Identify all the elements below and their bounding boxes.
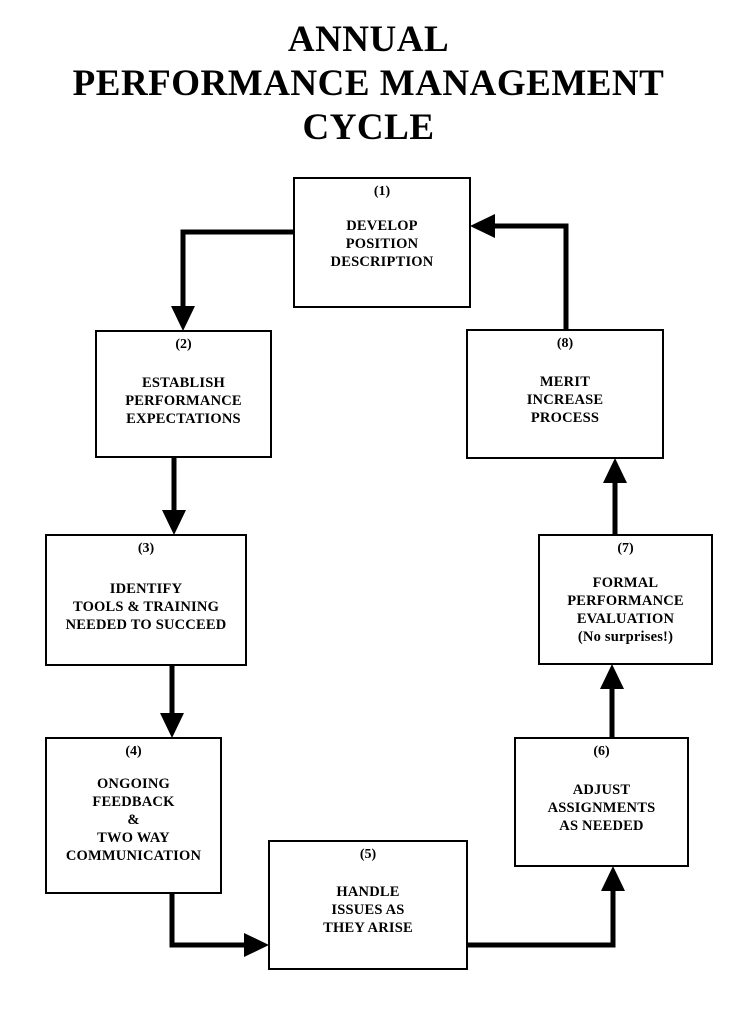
node-5-label: HANDLE ISSUES AS THEY ARISE	[270, 883, 466, 937]
node-6-label-line-2: ASSIGNMENTS	[547, 800, 656, 816]
node-4-label-line-3: &	[127, 812, 140, 828]
page-title-line-1: ANNUAL	[287, 19, 450, 60]
node-3-label-line-1: IDENTIFY	[109, 581, 183, 597]
arrowhead-6-to-7	[600, 664, 624, 689]
node-3-label-line-2: TOOLS & TRAINING	[72, 599, 220, 615]
node-2-label: ESTABLISH PERFORMANCE EXPECTATIONS	[97, 374, 270, 428]
node-box-8-merit-increase-process[interactable]: (8) MERIT INCREASE PROCESS	[466, 329, 664, 459]
node-box-5-handle-issues-as-they-arise[interactable]: (5) HANDLE ISSUES AS THEY ARISE	[268, 840, 468, 970]
node-4-label-line-5: COMMUNICATION	[65, 848, 202, 864]
node-1-number: (1)	[373, 184, 391, 199]
node-box-2-establish-performance-expectations[interactable]: (2) ESTABLISH PERFORMANCE EXPECTATIONS	[95, 330, 272, 458]
node-4-label: ONGOING FEEDBACK & TWO WAY COMMUNICATION	[47, 775, 220, 865]
connector-1-to-2	[180, 229, 293, 318]
node-8-label-line-3: PROCESS	[530, 410, 600, 426]
arrowhead-2-to-3	[162, 510, 186, 535]
node-7-label-line-4: (No surprises!)	[577, 629, 674, 645]
arrowhead-5-to-6	[601, 866, 625, 891]
page-title-line-2: PERFORMANCE MANAGEMENT	[72, 63, 665, 104]
node-4-label-line-1: ONGOING	[96, 776, 171, 792]
node-8-number: (8)	[556, 336, 574, 351]
connector-8-to-1	[483, 223, 569, 329]
node-4-label-line-4: TWO WAY	[97, 830, 170, 846]
connector-4-to-5	[169, 894, 256, 948]
page-title-line-3: CYCLE	[302, 107, 435, 148]
node-3-label: IDENTIFY TOOLS & TRAINING NEEDED TO SUCC…	[47, 580, 245, 634]
node-4-label-line-2: FEEDBACK	[92, 794, 175, 810]
arrowhead-1-to-2	[171, 306, 195, 331]
node-box-1-develop-position-description[interactable]: (1) DEVELOP POSITION DESCRIPTION	[293, 177, 471, 308]
node-7-label-line-3: EVALUATION	[576, 611, 675, 627]
node-5-label-line-2: ISSUES AS	[331, 902, 405, 918]
node-7-label-line-1: FORMAL	[592, 575, 659, 591]
node-8-label-line-2: INCREASE	[526, 392, 604, 408]
node-6-label-line-3: AS NEEDED	[559, 818, 644, 834]
node-2-label-line-3: EXPECTATIONS	[126, 411, 241, 427]
node-5-number: (5)	[359, 847, 377, 862]
node-box-4-ongoing-feedback-two-way-communication[interactable]: (4) ONGOING FEEDBACK & TWO WAY COMMUNICA…	[45, 737, 222, 894]
node-8-label: MERIT INCREASE PROCESS	[468, 373, 662, 427]
node-3-label-line-3: NEEDED TO SUCCEED	[65, 617, 227, 633]
node-2-label-line-2: PERFORMANCE	[125, 393, 242, 409]
node-2-label-line-1: ESTABLISH	[142, 375, 225, 391]
arrowhead-4-to-5	[244, 933, 269, 957]
page-title: ANNUAL PERFORMANCE MANAGEMENT CYCLE	[0, 18, 737, 150]
arrowhead-7-to-8	[603, 458, 627, 483]
node-6-number: (6)	[593, 744, 610, 759]
node-5-label-line-1: HANDLE	[336, 884, 400, 900]
node-6-label-line-1: ADJUST	[572, 782, 631, 798]
node-7-number: (7)	[617, 541, 634, 556]
node-7-label-line-2: PERFORMANCE	[567, 593, 684, 609]
node-3-number: (3)	[137, 541, 155, 556]
connector-5-to-6	[468, 879, 616, 948]
node-7-label: FORMAL PERFORMANCE EVALUATION (No surpri…	[540, 574, 711, 646]
arrowhead-3-to-4	[160, 713, 184, 738]
node-box-3-identify-tools-and-training[interactable]: (3) IDENTIFY TOOLS & TRAINING NEEDED TO …	[45, 534, 247, 666]
node-6-label: ADJUST ASSIGNMENTS AS NEEDED	[516, 781, 687, 835]
node-box-7-formal-performance-evaluation[interactable]: (7) FORMAL PERFORMANCE EVALUATION (No su…	[538, 534, 713, 665]
node-5-label-line-3: THEY ARISE	[323, 920, 413, 936]
node-1-label-line-1: DEVELOP	[346, 218, 418, 234]
node-1-label: DEVELOP POSITION DESCRIPTION	[295, 217, 469, 271]
node-2-number: (2)	[175, 337, 192, 352]
node-1-label-line-3: DESCRIPTION	[330, 254, 434, 270]
node-8-label-line-1: MERIT	[539, 374, 591, 390]
node-box-6-adjust-assignments-as-needed[interactable]: (6) ADJUST ASSIGNMENTS AS NEEDED	[514, 737, 689, 867]
node-1-label-line-2: POSITION	[345, 236, 419, 252]
arrowhead-8-to-1	[470, 214, 495, 238]
node-4-number: (4)	[125, 744, 142, 759]
